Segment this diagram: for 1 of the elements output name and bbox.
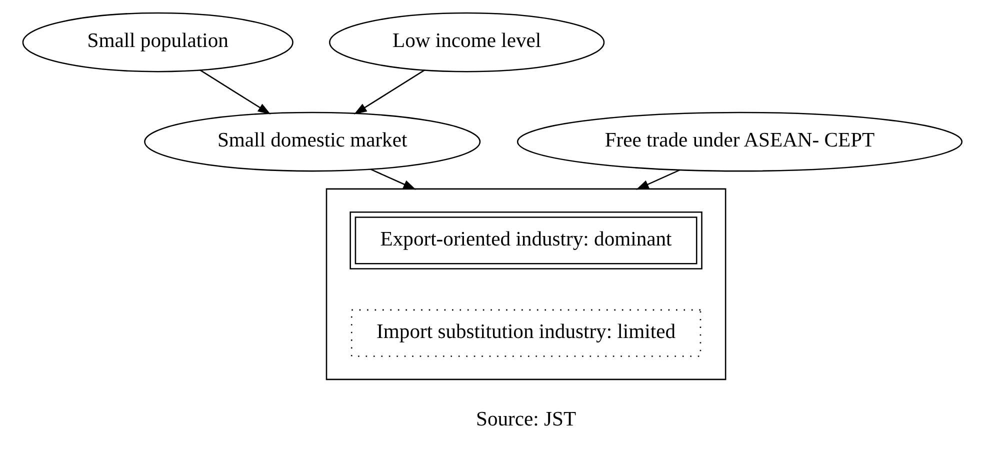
label: Source: JST [476,408,576,431]
